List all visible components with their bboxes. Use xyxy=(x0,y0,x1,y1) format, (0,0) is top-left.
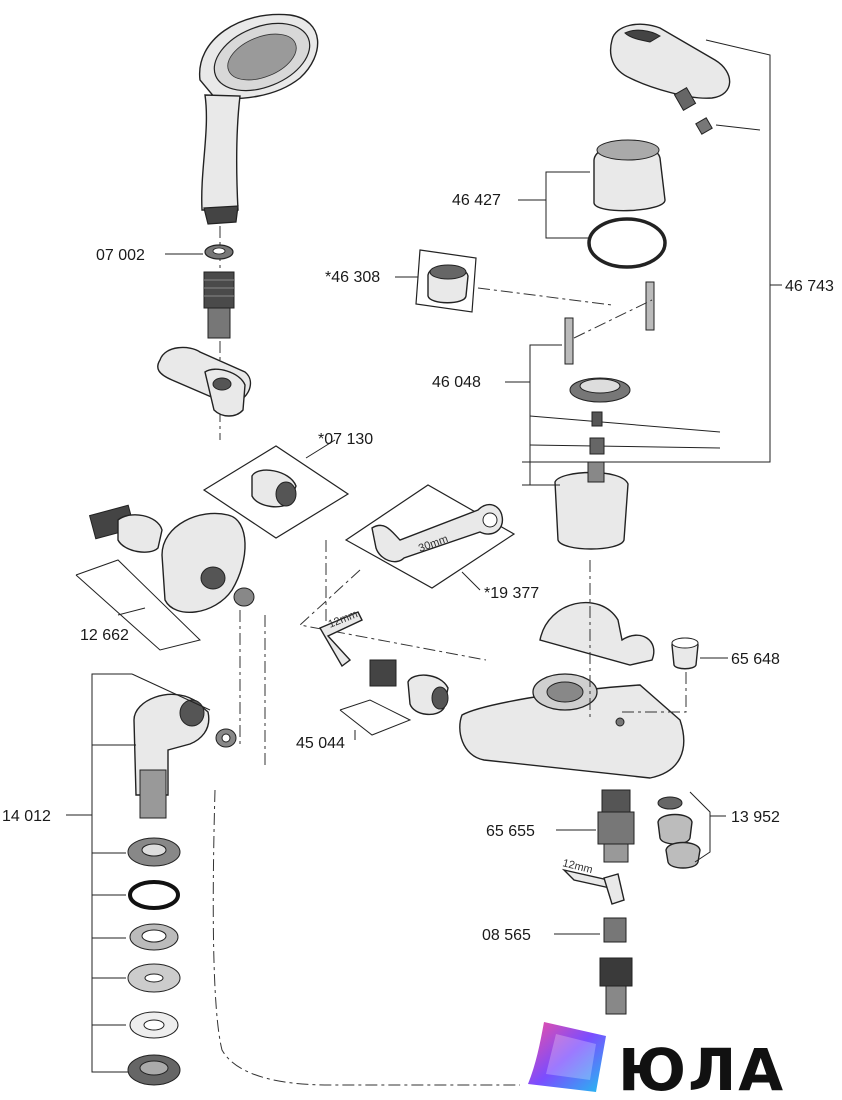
elbow-nut xyxy=(127,1054,181,1086)
label-46048: 46 048 xyxy=(432,374,481,391)
cartridge xyxy=(554,461,629,550)
hand-shower xyxy=(199,13,319,225)
lever-handle xyxy=(609,23,731,99)
elbow-washer-1 xyxy=(127,837,181,867)
label-14012: 14 012 xyxy=(2,808,51,825)
label-07130: *07 130 xyxy=(318,431,373,448)
label-12662: 12 662 xyxy=(80,627,129,644)
yula-logo-mark xyxy=(528,1022,606,1092)
label-07002: 07 002 xyxy=(96,247,145,264)
yula-logo: ЮЛА xyxy=(528,1022,785,1100)
part-08565 xyxy=(603,917,627,943)
label-45044: 45 044 xyxy=(296,735,345,752)
elbow-washer-2 xyxy=(129,923,179,951)
label-08565: 08 565 xyxy=(482,927,531,944)
mixer-body xyxy=(459,601,685,779)
label-46427: 46 427 xyxy=(452,192,501,209)
cartridge-ring xyxy=(569,377,631,403)
hex-key-lower: 12mm xyxy=(561,857,625,905)
label-65655: 65 655 xyxy=(486,823,535,840)
cartridge-pins xyxy=(564,281,655,365)
part-65648-cap xyxy=(671,637,699,670)
part-14012-elbow xyxy=(133,693,237,819)
part-07002-washer xyxy=(204,244,234,260)
label-46743: 46 743 xyxy=(785,278,834,295)
part-46308-box xyxy=(415,249,477,313)
part-12662-rosette xyxy=(161,512,255,614)
elbow-washer-3 xyxy=(127,963,181,993)
handle-screw xyxy=(673,87,713,135)
part-65655-diverter xyxy=(597,789,635,863)
lower-hose-fitting xyxy=(599,957,633,1015)
yula-wordmark: ЮЛА xyxy=(618,1036,785,1100)
elbow-washer-4 xyxy=(129,1011,179,1039)
shower-holder xyxy=(157,346,252,417)
part-46427-cap xyxy=(587,139,667,269)
label-46308: *46 308 xyxy=(325,269,380,286)
adapter-nipple xyxy=(88,504,163,553)
cartridge-spindle-parts xyxy=(589,411,605,455)
shower-hose-nut xyxy=(203,271,235,339)
elbow-o-ring xyxy=(128,880,180,910)
label-65648: 65 648 xyxy=(731,651,780,668)
part-07130-box xyxy=(202,445,350,539)
part-19377-wrench-box: 30mm xyxy=(344,484,516,589)
label-13952: 13 952 xyxy=(731,809,780,826)
part-13952-aerator xyxy=(657,796,701,869)
part-45044 xyxy=(369,659,449,715)
label-19377: *19 377 xyxy=(484,585,539,602)
